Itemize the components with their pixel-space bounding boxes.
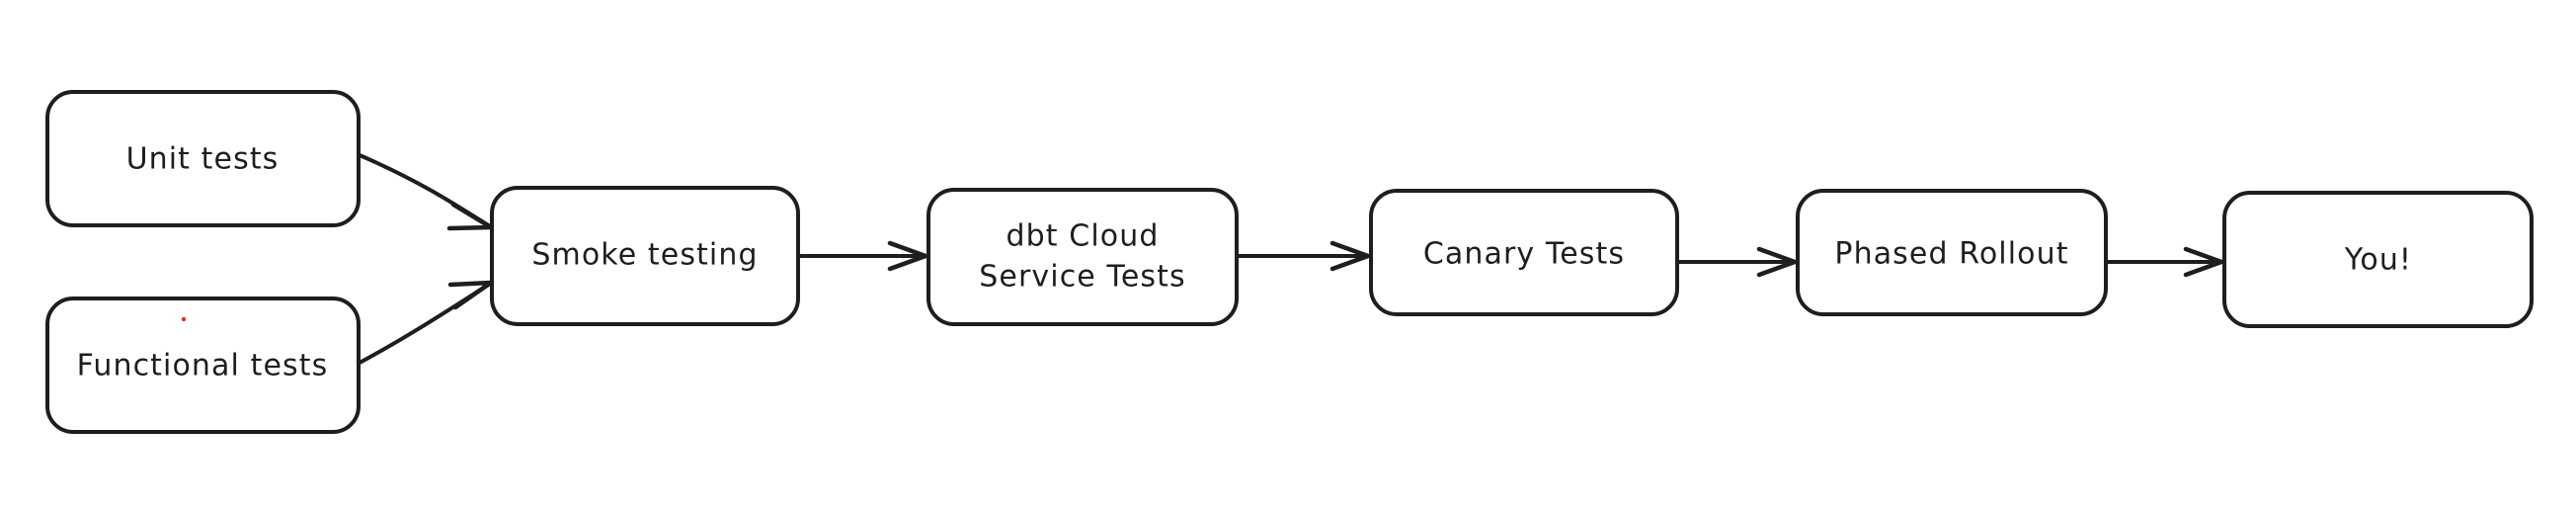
node-phased-rollout-label: Phased Rollout: [1834, 237, 2068, 272]
arrowhead-icon: [1756, 246, 1798, 278]
edge-unit-tests-to-smoke-testing[interactable]: [358, 153, 494, 231]
node-canary-tests-shape: [1369, 189, 1679, 316]
node-you-label: You!: [2344, 243, 2412, 278]
node-dbt-cloud-service-tests[interactable]: dbt Cloud Service Tests: [926, 188, 1239, 326]
node-phased-rollout-shape: [1796, 189, 2108, 316]
edge-smoke-testing-to-dbt-cloud-service-tests[interactable]: [797, 240, 928, 272]
node-you[interactable]: You!: [2222, 191, 2534, 328]
edge-dbt-cloud-service-tests-to-canary-tests[interactable]: [1236, 240, 1371, 272]
edge-phased-rollout-to-you[interactable]: [2106, 246, 2224, 278]
node-phased-rollout[interactable]: Phased Rollout: [1796, 189, 2108, 316]
arrowhead-icon: [887, 240, 928, 272]
node-you-shape: [2222, 191, 2534, 328]
edge-layer: [358, 153, 2224, 365]
node-functional-tests[interactable]: Functional tests: [45, 297, 361, 434]
node-functional-tests-label: Functional tests: [77, 349, 329, 383]
red-speck-mark: [181, 316, 187, 322]
node-layer: Unit tests Functional tests Smoke testin…: [45, 90, 2534, 434]
node-functional-tests-shape: [45, 297, 361, 434]
node-dbt-cloud-service-tests-label-line2: Service Tests: [979, 260, 1185, 295]
node-canary-tests[interactable]: Canary Tests: [1369, 189, 1679, 316]
arrowhead-icon: [2183, 246, 2224, 278]
node-dbt-cloud-service-tests-label-line1: dbt Cloud: [1006, 219, 1160, 254]
node-canary-tests-label: Canary Tests: [1423, 237, 1625, 272]
edge-canary-tests-to-phased-rollout[interactable]: [1677, 246, 1798, 278]
node-dbt-cloud-service-tests-shape: [926, 188, 1239, 326]
node-unit-tests[interactable]: Unit tests: [45, 90, 361, 227]
node-unit-tests-label: Unit tests: [126, 142, 280, 177]
arrowhead-icon: [446, 202, 494, 231]
node-unit-tests-shape: [45, 90, 361, 227]
arrowhead-icon: [1329, 240, 1371, 272]
node-smoke-testing[interactable]: Smoke testing: [490, 186, 800, 326]
edge-functional-tests-to-smoke-testing[interactable]: [358, 280, 494, 365]
node-smoke-testing-label: Smoke testing: [531, 238, 758, 273]
node-smoke-testing-shape: [490, 186, 800, 326]
